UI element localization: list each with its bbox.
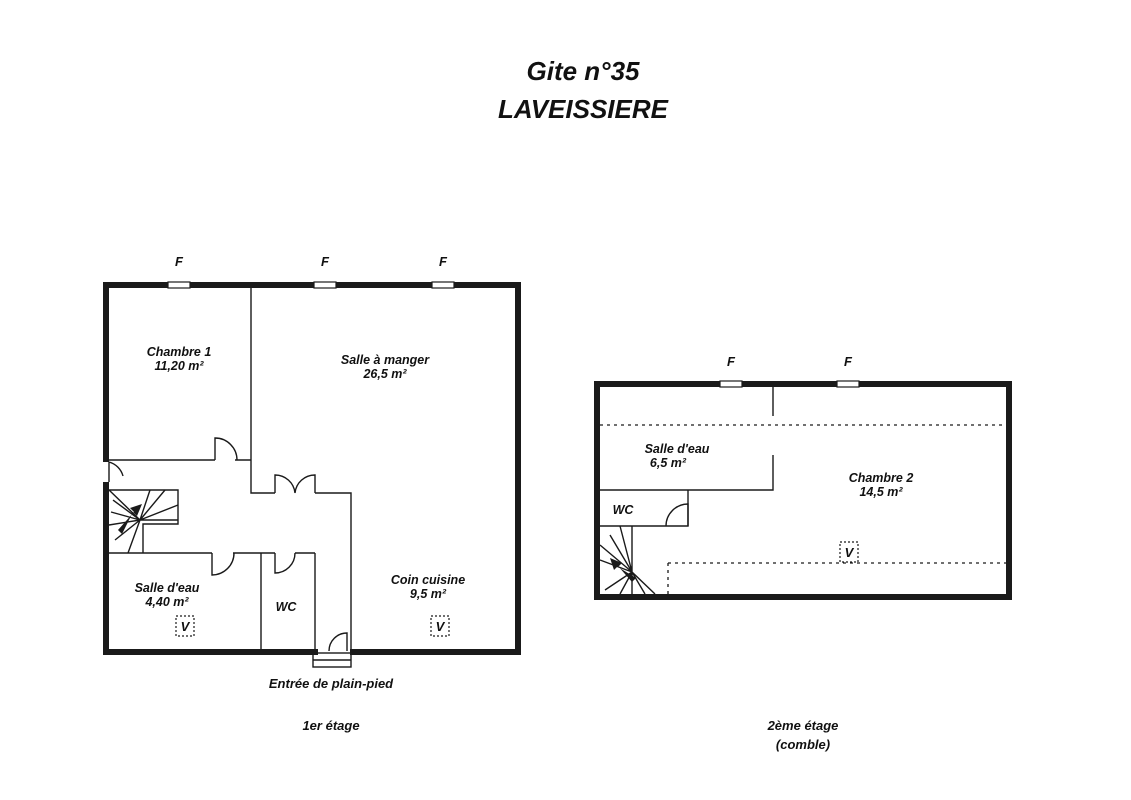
room-coin-cuisine-area: 9,5 m² xyxy=(410,587,447,601)
room-chambre1-name: Chambre 1 xyxy=(147,345,212,359)
wall-salle-deau2 xyxy=(600,387,774,491)
floor1-plan: F F F V V Chambre 1 xyxy=(100,254,521,733)
door-wc2 xyxy=(665,503,689,527)
room-salle-a-manger-name: Salle à manger xyxy=(341,353,430,367)
floor2-outer-walls xyxy=(594,381,1012,600)
room-salle-deau2-area: 6,5 m² xyxy=(650,456,687,470)
room-salle-deau1-area: 4,40 m² xyxy=(144,595,189,609)
window-mark-4: F xyxy=(727,354,736,369)
door-wc xyxy=(274,552,296,574)
room-salle-deau1-name: Salle d'eau xyxy=(135,581,200,595)
entrance-gap xyxy=(318,646,350,658)
room-salle-a-manger-area: 26,5 m² xyxy=(362,367,407,381)
room-coin-cuisine-name: Coin cuisine xyxy=(391,573,465,587)
floor1-caption: 1er étage xyxy=(302,718,359,733)
floor1-window-2 xyxy=(313,281,337,289)
room-wc2-name: WC xyxy=(613,503,635,517)
floor1-side-door-swing xyxy=(108,461,124,482)
window-mark-2: F xyxy=(321,254,330,269)
wall-chambre1-salle xyxy=(250,288,275,494)
floor2-stair xyxy=(599,525,656,595)
floor2-window-1 xyxy=(719,380,743,388)
floor2-caption-line1: 2ème étage xyxy=(767,718,839,733)
door-chambre1 xyxy=(214,437,238,461)
title-line1: Gite n°35 xyxy=(527,56,641,86)
window-mark-5: F xyxy=(844,354,853,369)
vent-box-bath1 xyxy=(175,615,195,637)
vent-box-floor2 xyxy=(839,541,859,563)
entrance-door-swing xyxy=(328,632,348,652)
entrance-label: Entrée de plain-pied xyxy=(269,676,394,691)
floor1-side-door-gap xyxy=(100,462,114,482)
vent-mark-bath1: V xyxy=(181,619,191,634)
window-mark-3: F xyxy=(439,254,448,269)
room-chambre2-name: Chambre 2 xyxy=(849,471,914,485)
floor1-window-3 xyxy=(431,281,455,289)
title-line2: LAVEISSIERE xyxy=(498,94,669,124)
stair-arrow-icon xyxy=(118,504,142,534)
vent-mark-cuisine: V xyxy=(436,619,446,634)
wall-corridor-cuisine xyxy=(315,492,352,650)
room-chambre1-area: 11,20 m² xyxy=(154,359,204,373)
door-salle-deau xyxy=(211,552,235,576)
floor1-stair xyxy=(108,489,179,554)
room-chambre2-area: 14,5 m² xyxy=(859,485,903,499)
window-mark-1: F xyxy=(175,254,184,269)
stair-arrow-icon xyxy=(610,558,636,582)
floor1-window-1 xyxy=(167,281,191,289)
door-salle-a-manger xyxy=(274,474,316,494)
vent-box-cuisine xyxy=(430,615,450,637)
room-salle-deau2-name: Salle d'eau xyxy=(645,442,710,456)
vent-mark-floor2: V xyxy=(845,545,855,560)
floor2-plan: F F V Salle d'eau 6,5 m² WC Chambre 2 14… xyxy=(594,354,1012,752)
floor2-window-2 xyxy=(836,380,860,388)
room-wc1-name: WC xyxy=(276,600,298,614)
floor2-caption-line2: (comble) xyxy=(776,737,830,752)
